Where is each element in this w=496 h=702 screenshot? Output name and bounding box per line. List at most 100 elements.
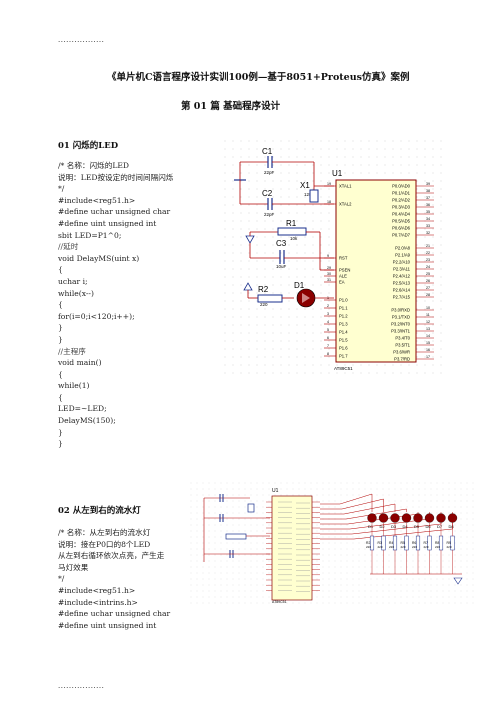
mcu-chip	[271, 495, 313, 601]
pin-number: 2	[327, 304, 329, 308]
resistor-r1	[277, 227, 307, 236]
r1-label: R1	[286, 219, 297, 228]
pin-label: P0.6/AD6	[392, 226, 411, 231]
code-block-01: /* 名称：闪烁的LED 说明：LED按设定的时间间隔闪烁 */ #includ…	[58, 160, 218, 450]
code-line: for(i=0;i<120;i++);	[58, 311, 135, 321]
header-dots: .................	[58, 36, 105, 44]
led-label: D6	[426, 524, 432, 529]
pin-number: 30	[327, 272, 331, 276]
pin-label: P3.0/RXD	[391, 308, 410, 313]
pin-number: 29	[327, 266, 331, 270]
pin-label: P1.5	[339, 338, 348, 343]
pin-number: 39	[426, 182, 430, 186]
code-line: #include<reg51.h>	[58, 195, 136, 205]
code-line: /* 名称：从左到右的流水灯	[58, 528, 151, 537]
pin-number: 37	[426, 196, 430, 200]
code-line: #define uint unsigned int	[58, 620, 157, 630]
code-line: uchar i;	[58, 276, 88, 286]
pin-label: RST	[339, 256, 348, 261]
code-line: 说明：LED按设定的时间间隔闪烁	[58, 172, 174, 182]
pin-label: P3.7/RD	[394, 357, 410, 362]
pin-label: P1.1	[339, 306, 348, 311]
led-d6	[424, 513, 435, 523]
pin-number: 28	[426, 293, 430, 297]
resistor-value: 220	[447, 545, 452, 549]
pin-number: 35	[426, 210, 430, 214]
pin-label: P2.1/A9	[395, 253, 411, 258]
pin-number: 6	[327, 336, 329, 340]
code-line: {	[58, 300, 63, 310]
pin-label: P0.0/AD0	[392, 184, 411, 189]
pin-number: 38	[426, 189, 430, 193]
pin-label: P1.4	[339, 330, 348, 335]
c3-label: C3	[276, 239, 287, 248]
led-array: D1R2220D2R3220D3R4220D4R5220D5R6220D6R72…	[366, 513, 458, 574]
resistor-value: 220	[389, 545, 394, 549]
led-d4	[401, 513, 412, 523]
pin-number: 25	[426, 272, 430, 276]
led-label: D4	[403, 524, 409, 529]
pin-label: P0.5/AD5	[392, 219, 411, 224]
pin-number: 36	[426, 203, 430, 207]
pin-number: 4	[327, 320, 329, 324]
r2-value: 220	[260, 302, 268, 307]
code-line: 马灯效果	[58, 562, 89, 572]
pin-label: P3.4/T0	[395, 336, 410, 341]
r1-value: 10k	[290, 236, 298, 241]
pin-number: 14	[426, 334, 430, 338]
pin-label: PSEN	[339, 268, 350, 273]
resistor-label: R9	[447, 541, 451, 545]
pin-number: 22	[426, 251, 430, 255]
pin-label: P0.2/AD2	[392, 198, 411, 203]
pin-number: 24	[426, 265, 430, 269]
code-line: #define uchar unsigned char	[58, 207, 171, 217]
code-line: LED=~LED;	[58, 404, 107, 414]
code-line: */	[58, 574, 65, 584]
pin-label: P2.7/A15	[393, 295, 411, 300]
code-line: {	[58, 392, 63, 402]
mcu-chip	[335, 179, 417, 363]
pin-number: 7	[327, 344, 329, 348]
pin-number: 23	[426, 258, 430, 262]
pin-number: 27	[426, 286, 430, 290]
code-line: while(1)	[58, 381, 90, 391]
pin-number: 12	[426, 320, 430, 324]
code-line: }	[58, 427, 63, 437]
pin-label: P1.7	[339, 354, 348, 359]
crystal-icon	[309, 189, 319, 203]
pin-number: 11	[426, 313, 430, 317]
pin-label: P2.4/A12	[393, 274, 411, 279]
pin-label: P2.3/A11	[393, 267, 411, 272]
pin-number: 33	[426, 224, 430, 228]
led-label: D8	[449, 524, 455, 529]
u1-value: AT89C51	[272, 600, 287, 604]
footer-dots: .................	[58, 682, 105, 690]
pin-number: 3	[327, 312, 329, 316]
pin-number: 26	[426, 279, 430, 283]
resistor-value: 220	[378, 545, 383, 549]
schematic-01: U1 AT89C51 XTAL119XTAL218RST9PSEN29ALE30…	[224, 140, 444, 376]
led-label: D1	[368, 524, 374, 529]
u1-label: U1	[332, 169, 343, 178]
code-line: */	[58, 184, 65, 194]
chip-pin-lines	[266, 501, 320, 592]
x1-label: X1	[300, 181, 310, 190]
pin-label: P2.5/A13	[393, 281, 411, 286]
pin-number: 9	[327, 254, 329, 258]
resistor-value: 220	[412, 545, 417, 549]
code-line: {	[58, 265, 63, 275]
pin-number: 16	[426, 348, 430, 352]
pin-label: P0.1/AD1	[392, 191, 411, 196]
u1-value: AT89C51	[334, 366, 353, 371]
c2-value: 22pF	[264, 212, 275, 217]
pin-label: XTAL1	[339, 184, 352, 189]
code-line: }	[58, 323, 63, 333]
pin-label: P2.6/A14	[393, 288, 411, 293]
pin-label: P1.6	[339, 346, 348, 351]
code-comment: //延时	[58, 242, 79, 252]
code-line: #define uchar unsigned char	[58, 609, 171, 619]
resistor-label: R3	[378, 541, 382, 545]
schematic-02: U1 AT89C51 D1R2220D2R3220D3R4220D4R5220D…	[190, 482, 474, 604]
code-line: #include<reg51.h>	[58, 585, 136, 595]
